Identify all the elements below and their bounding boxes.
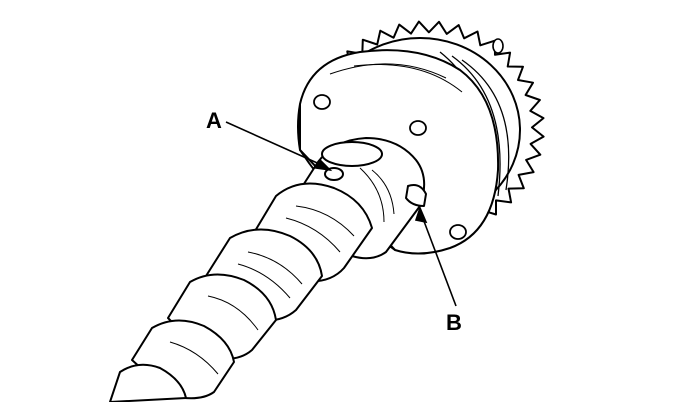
callout-label-a: A xyxy=(206,108,222,133)
callout-leaders xyxy=(225,121,457,307)
bolt-hole xyxy=(492,38,504,54)
dowel-slot xyxy=(405,184,427,207)
bolt-hole xyxy=(409,120,427,136)
bolt-hole xyxy=(313,94,331,110)
camshaft xyxy=(109,137,427,402)
shaft-shading xyxy=(169,167,395,375)
oil-passage-hole xyxy=(324,167,344,181)
bolt-hole xyxy=(449,224,467,240)
callout-label-b: B xyxy=(446,310,462,335)
